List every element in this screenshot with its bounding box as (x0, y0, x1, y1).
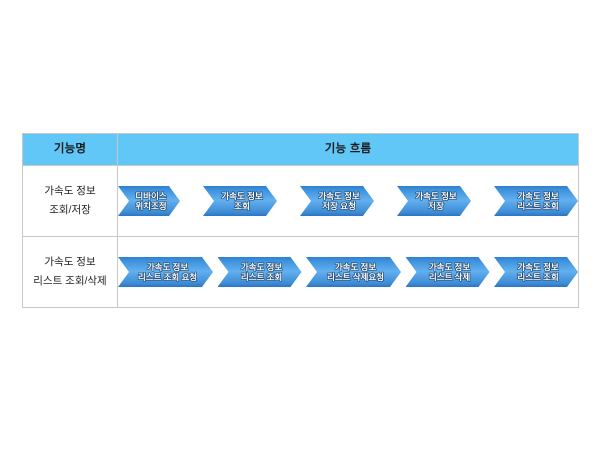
function-flow-table: 기능명 기능 흐름 가속도 정보 조회/저장 디바이스 (22, 133, 579, 308)
flow-step-line2: 저장 (428, 201, 444, 211)
flow-step-line1: 가속도 정보 (240, 261, 283, 272)
flow-step-chevron[interactable]: 가속도 정보 리스트 조회 (494, 186, 578, 216)
row-label-cell-1: 가속도 정보 조회/저장 (22, 165, 118, 237)
flow-chevron-row-1: 디바이스 위치조정 가속도 정보 조회 가속 (118, 166, 578, 236)
flow-step-line1: 가속도 정보 (415, 190, 457, 201)
table-row: 가속도 정보 리스트 조회/삭제 가속도 정보 리스트 조회 요청 (22, 236, 579, 308)
flow-step-line2: 리스트 조회 (517, 201, 559, 211)
flow-step-label: 가속도 정보 저장 (415, 191, 456, 212)
flow-step-line1: 가속도 정보 (428, 261, 471, 272)
table-row: 가속도 정보 조회/저장 디바이스 위치조정 가속도 (22, 165, 579, 237)
flow-step-line1: 가속도 정보 (221, 190, 263, 201)
flow-step-chevron[interactable]: 디바이스 위치조정 (118, 186, 180, 216)
flow-step-line2: 위치조정 (135, 201, 167, 211)
flow-step-line2: 저장 요청 (322, 201, 356, 211)
flow-step-label: 가속도 정보 리스트 조회 (517, 262, 558, 283)
flow-step-line1: 가속도 정보 (334, 261, 377, 272)
flow-step-label: 가속도 정보 리스트 조회 (517, 191, 558, 212)
flow-step-chevron[interactable]: 가속도 정보 리스트 삭제요청 (306, 257, 401, 287)
flow-step-chevron[interactable]: 가속도 정보 리스트 조회 요청 (118, 257, 213, 287)
flow-step-label: 가속도 정보 리스트 삭제 (429, 262, 470, 283)
flow-step-label: 가속도 정보 리스트 조회 (241, 262, 282, 283)
flow-step-line1: 가속도 정보 (146, 261, 189, 272)
flow-step-line2: 리스트 삭제요청 (327, 272, 384, 282)
flow-step-label: 디바이스 위치조정 (135, 191, 166, 212)
flow-step-label: 가속도 정보 리스트 삭제요청 (327, 262, 384, 283)
flow-step-line2: 리스트 조회 요청 (137, 272, 198, 282)
header-label-function-flow: 기능 흐름 (324, 143, 372, 155)
table-header-row: 기능명 기능 흐름 (22, 133, 579, 166)
flow-step-line1: 가속도 정보 (517, 261, 559, 272)
flow-step-line2: 조회 (234, 201, 250, 211)
flow-step-label: 가속도 정보 저장 요청 (318, 191, 359, 212)
header-cell-function-name: 기능명 (22, 133, 118, 166)
flow-step-chevron[interactable]: 가속도 정보 리스트 조회 (218, 257, 302, 287)
row-label-line1: 가속도 정보 (44, 184, 96, 197)
row-label-cell-2: 가속도 정보 리스트 조회/삭제 (22, 236, 118, 308)
row-label-line2: 조회/저장 (49, 204, 91, 216)
flow-step-line1: 디바이스 (135, 190, 167, 201)
flow-chevron-row-2: 가속도 정보 리스트 조회 요청 가속도 정보 리스트 조회 (118, 237, 578, 307)
row-label-line1: 가속도 정보 (44, 255, 96, 268)
flow-step-line2: 리스트 조회 (517, 272, 559, 282)
flow-step-line1: 가속도 정보 (517, 190, 559, 201)
flow-cell-1: 디바이스 위치조정 가속도 정보 조회 가속 (117, 165, 579, 237)
flow-step-chevron[interactable]: 가속도 정보 리스트 조회 (494, 257, 578, 287)
flow-step-chevron[interactable]: 가속도 정보 조회 (203, 186, 277, 216)
row-label-line2: 리스트 조회/삭제 (33, 275, 107, 287)
flow-step-line2: 리스트 조회 (240, 272, 283, 282)
flow-step-line2: 리스트 삭제 (428, 272, 471, 282)
flow-step-line1: 가속도 정보 (318, 190, 360, 201)
flow-step-chevron[interactable]: 가속도 정보 저장 (397, 186, 471, 216)
flow-cell-2: 가속도 정보 리스트 조회 요청 가속도 정보 리스트 조회 (117, 236, 579, 308)
flow-step-label: 가속도 정보 조회 (221, 191, 262, 212)
flow-step-chevron[interactable]: 가속도 정보 리스트 삭제 (406, 257, 490, 287)
flow-step-chevron[interactable]: 가속도 정보 저장 요청 (300, 186, 374, 216)
header-cell-function-flow: 기능 흐름 (117, 133, 579, 166)
flow-step-label: 가속도 정보 리스트 조회 요청 (138, 262, 197, 283)
header-label-function-name: 기능명 (53, 143, 87, 155)
